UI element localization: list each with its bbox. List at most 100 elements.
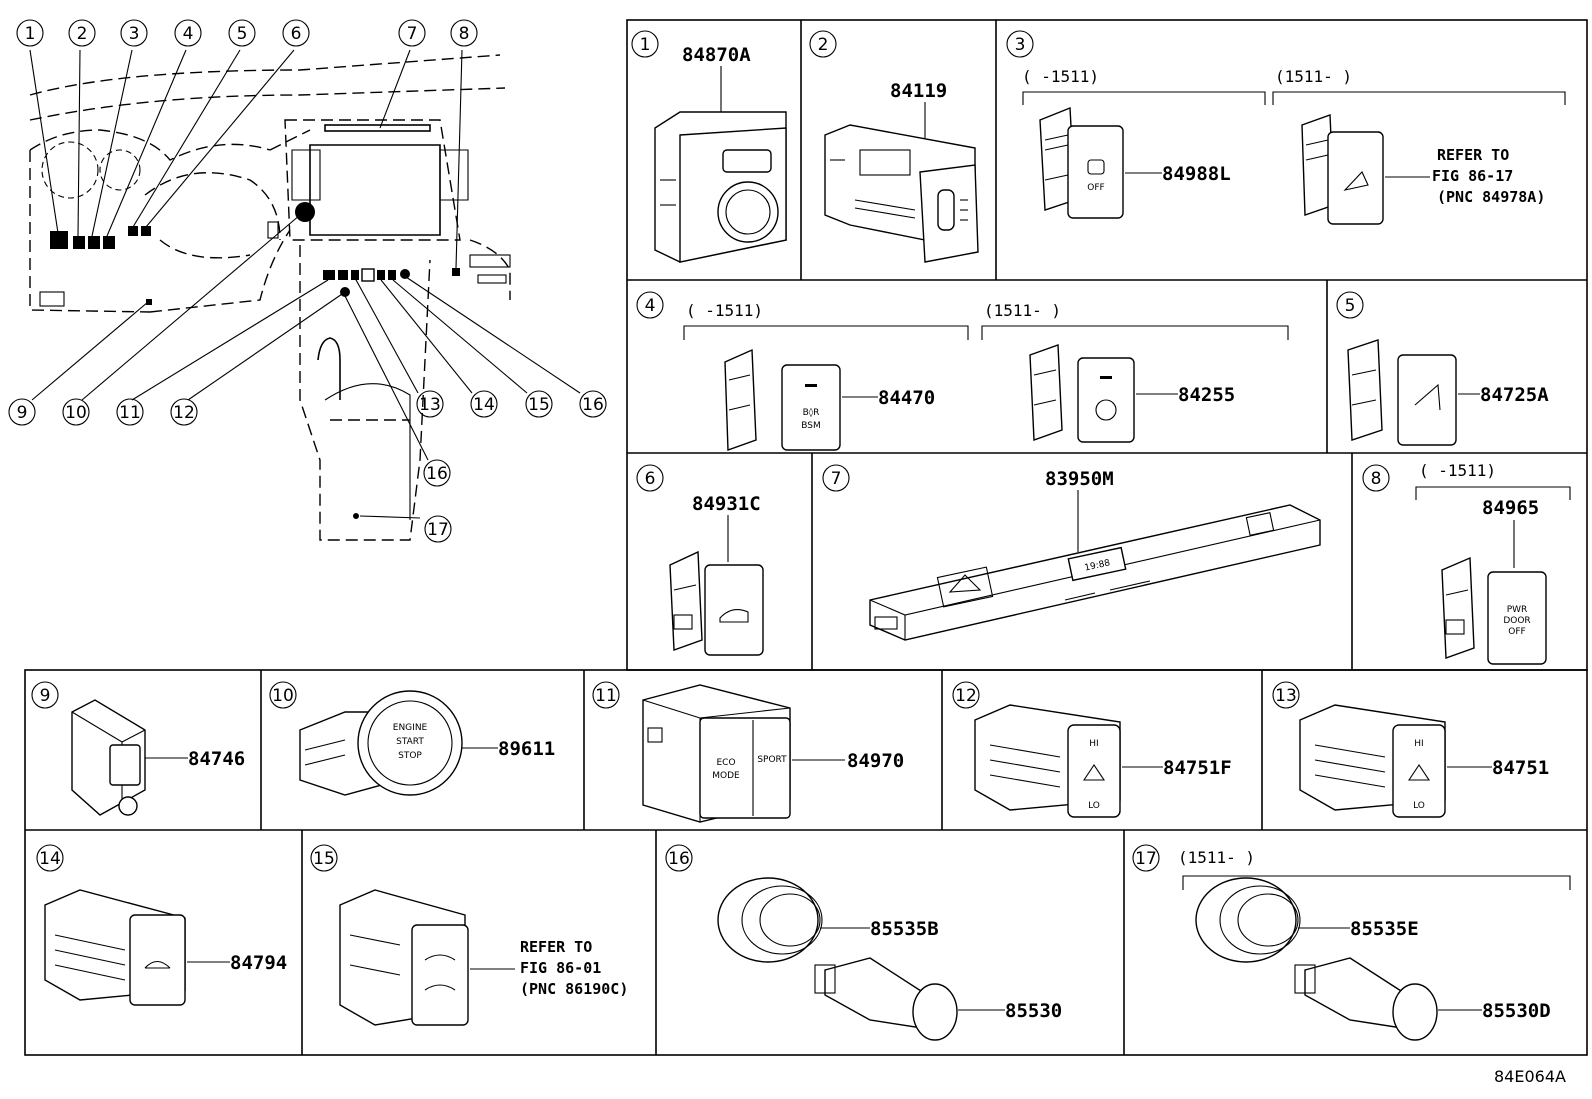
mirror-switch-drawing [654,111,787,263]
panel-7: 7 83950M 19:88 [822,464,1321,641]
vsc-off-switch-drawing: OFF [1039,106,1124,219]
svg-text:17: 17 [1135,849,1157,869]
svg-text:LO: LO [1413,801,1425,811]
seat-heater-switch-drawing-12: HI LO [974,704,1121,818]
panel-12: 12 HI LO 84751F [952,681,1232,818]
svg-text:11: 11 [119,403,141,423]
svg-text:DOOR: DOOR [1503,616,1530,626]
range-label-17: (1511- ) [1178,848,1255,867]
part-number-83950M: 83950M [1045,468,1114,490]
part-number-84794: 84794 [230,952,287,974]
svg-text:7: 7 [407,24,418,44]
panel-grid [24,19,1588,1056]
part-number-84751: 84751 [1492,757,1549,779]
svg-text:6: 6 [291,24,302,44]
tailgate-switch-drawing [1347,339,1457,446]
panel-16: 16 85535B 85530 [665,844,1062,1041]
svg-text:12: 12 [955,686,977,706]
range-label-3b: (1511- ) [1275,67,1352,86]
refer-to-15-line1: REFER TO [520,938,592,956]
svg-text:ENGINE: ENGINE [393,723,428,733]
range-label-3a: ( -1511) [1022,67,1099,86]
overview-callout-2: 2 [68,19,96,47]
panel-3: 3 ( -1511) (1511- ) OFF 84988L REFER TO … [1006,30,1566,225]
svg-text:3: 3 [129,24,140,44]
svg-text:14: 14 [473,395,495,415]
overview-callout-16: 16 [579,390,607,418]
seat-memory-switch-drawing [339,889,469,1026]
svg-text:10: 10 [65,403,87,423]
outlet-switch-drawing [71,699,146,816]
overview-callout-5: 5 [228,19,256,47]
overview-callout-10: 10 [62,398,90,426]
overview-callout-11: 11 [116,398,144,426]
svg-text:OFF: OFF [1087,183,1104,193]
svg-text:6: 6 [645,469,656,489]
steering-heater-switch-drawing [1029,344,1135,443]
panel-2: 2 84119 [809,30,979,263]
svg-text:13: 13 [1275,686,1297,706]
panel-11: 11 ECO MODE SPORT 84970 [592,681,904,823]
svg-text:HI: HI [1089,739,1098,749]
refer-to-15-line2: FIG 86-01 [520,959,601,977]
power-outlet-socket-drawing-17 [1195,877,1438,1041]
panel-8: 8 ( -1511) 84965 PWR DOOR OFF [1362,461,1571,665]
svg-text:12: 12 [173,403,195,423]
refer-switch-drawing-3 [1301,114,1384,225]
svg-text:8: 8 [1371,469,1382,489]
panel-10: 10 ENGINE START STOP 89611 [269,681,555,796]
engine-start-stop-button-drawing: ENGINE START STOP [299,690,463,796]
svg-text:MODE: MODE [712,771,740,781]
rear-hatch-switch-drawing [669,550,764,656]
svg-text:16: 16 [582,395,604,415]
part-number-84746: 84746 [188,748,245,770]
svg-text:STOP: STOP [398,751,422,761]
overview-callout-1: 1 [16,19,44,47]
svg-text:1: 1 [25,24,36,44]
svg-text:4: 4 [645,296,656,316]
part-number-84751F: 84751F [1163,757,1232,779]
panel-4: 4 ( -1511) (1511- ) B◊R BSM 84470 84255 [636,291,1289,451]
overview-callout-14: 14 [470,390,498,418]
overview-callout-6: 6 [282,19,310,47]
part-number-84119: 84119 [890,80,947,102]
svg-text:5: 5 [1345,296,1356,316]
svg-text:SPORT: SPORT [757,755,787,765]
part-number-84931C: 84931C [692,493,761,515]
eco-sport-switch-drawing: ECO MODE SPORT [642,684,791,823]
part-number-84870A: 84870A [682,44,751,66]
part-number-84255: 84255 [1178,384,1235,406]
svg-text:B◊R: B◊R [803,407,820,418]
svg-text:2: 2 [77,24,88,44]
overview-callout-3: 3 [120,19,148,47]
overview-callout-16b: 16 [423,459,451,487]
overview-callout-17: 17 [424,515,452,543]
svg-text:16: 16 [426,464,448,484]
bsm-switch-drawing: B◊R BSM [724,348,841,451]
part-number-85535B: 85535B [870,918,939,940]
svg-text:HI: HI [1414,739,1423,749]
part-number-84470: 84470 [878,387,935,409]
refer-to-3-line1: REFER TO [1437,146,1509,164]
svg-text:10: 10 [272,686,294,706]
panel-15: 15 REFER TO FIG 86-01 (PNC 86190C) [310,844,628,1026]
panel-14: 14 84794 [36,844,287,1006]
range-label-4b: (1511- ) [984,301,1061,320]
panel-17: 17 (1511- ) 85535E 85530D [1132,844,1571,1041]
range-label-4a: ( -1511) [686,301,763,320]
dimmer-switch-drawing [824,124,979,263]
part-number-84965: 84965 [1482,497,1539,519]
svg-text:8: 8 [459,24,470,44]
svg-text:15: 15 [528,395,550,415]
svg-text:PWR: PWR [1507,605,1528,615]
svg-text:13: 13 [419,395,441,415]
svg-text:4: 4 [183,24,194,44]
svg-text:5: 5 [237,24,248,44]
svg-text:LO: LO [1088,801,1100,811]
svg-text:9: 9 [40,686,51,706]
dashboard-overview: 1 2 3 4 5 6 7 8 9 10 11 12 13 14 15 16 1… [8,19,607,543]
overview-callout-9: 9 [8,398,36,426]
panel-6: 6 84931C [636,464,764,656]
panel-5: 5 84725A [1336,291,1549,446]
